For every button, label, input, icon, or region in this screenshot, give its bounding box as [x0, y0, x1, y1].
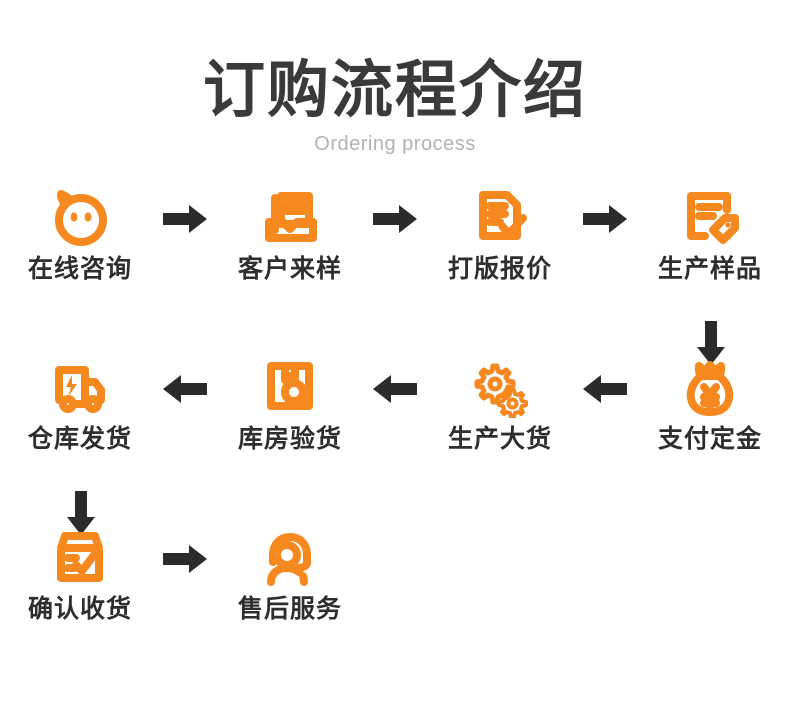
step-online-consult[interactable]: 在线咨询 — [0, 188, 160, 284]
arrow-right-icon — [580, 188, 630, 250]
step-warehouse-shipping[interactable]: 仓库发货 — [0, 358, 160, 454]
step-label: 仓库发货 — [27, 425, 132, 453]
step-confirm-receipt[interactable]: 确认收货 — [0, 528, 160, 624]
page-title: 订购流程介绍 — [202, 56, 587, 125]
document-tray-icon — [253, 188, 327, 250]
arrow-right-icon — [370, 188, 420, 250]
arrow-right-icon — [160, 188, 210, 250]
step-pay-deposit[interactable]: 支付定金 — [630, 358, 790, 454]
arrow-down-icon — [691, 319, 731, 367]
process-row-3: 确认收货 售后服务 — [0, 528, 790, 638]
step-label: 生产大货 — [447, 425, 552, 453]
process-flow: 在线咨询 客户来样 — [0, 188, 790, 638]
arrow-right-icon — [160, 528, 210, 590]
headset-support-icon — [253, 528, 327, 590]
step-label: 确认收货 — [27, 595, 132, 623]
document-check-icon — [463, 188, 537, 250]
arrow-down-icon — [61, 489, 101, 537]
arrow-left-icon — [160, 358, 210, 420]
step-label: 支付定金 — [657, 425, 762, 453]
step-label: 生产样品 — [657, 255, 762, 283]
process-row-1: 在线咨询 客户来样 — [0, 188, 790, 298]
box-check-icon — [43, 528, 117, 590]
delivery-truck-icon — [43, 358, 117, 420]
step-customer-sample[interactable]: 客户来样 — [210, 188, 370, 284]
step-mass-production[interactable]: 生产大货 — [420, 358, 580, 454]
header: 订购流程介绍 Ordering process — [0, 58, 790, 156]
step-warehouse-inspection[interactable]: 库房验货 — [210, 358, 370, 454]
step-produce-sample[interactable]: 生产样品 — [630, 188, 790, 284]
step-label: 客户来样 — [237, 255, 342, 283]
page-subtitle: Ordering process — [314, 133, 476, 156]
step-label: 库房验货 — [237, 425, 342, 453]
process-row-2: 仓库发货 库房验货 — [0, 358, 790, 468]
document-tag-icon — [673, 188, 747, 250]
step-label: 在线咨询 — [27, 255, 132, 283]
money-bag-yen-icon — [673, 358, 747, 420]
arrow-left-icon — [580, 358, 630, 420]
gears-icon — [463, 358, 537, 420]
step-proofing-quote[interactable]: 打版报价 — [420, 188, 580, 284]
box-search-icon — [253, 358, 327, 420]
step-label: 打版报价 — [447, 255, 552, 283]
chat-face-icon — [43, 188, 117, 250]
step-after-sales-service[interactable]: 售后服务 — [210, 528, 370, 624]
step-label: 售后服务 — [237, 595, 342, 623]
arrow-left-icon — [370, 358, 420, 420]
